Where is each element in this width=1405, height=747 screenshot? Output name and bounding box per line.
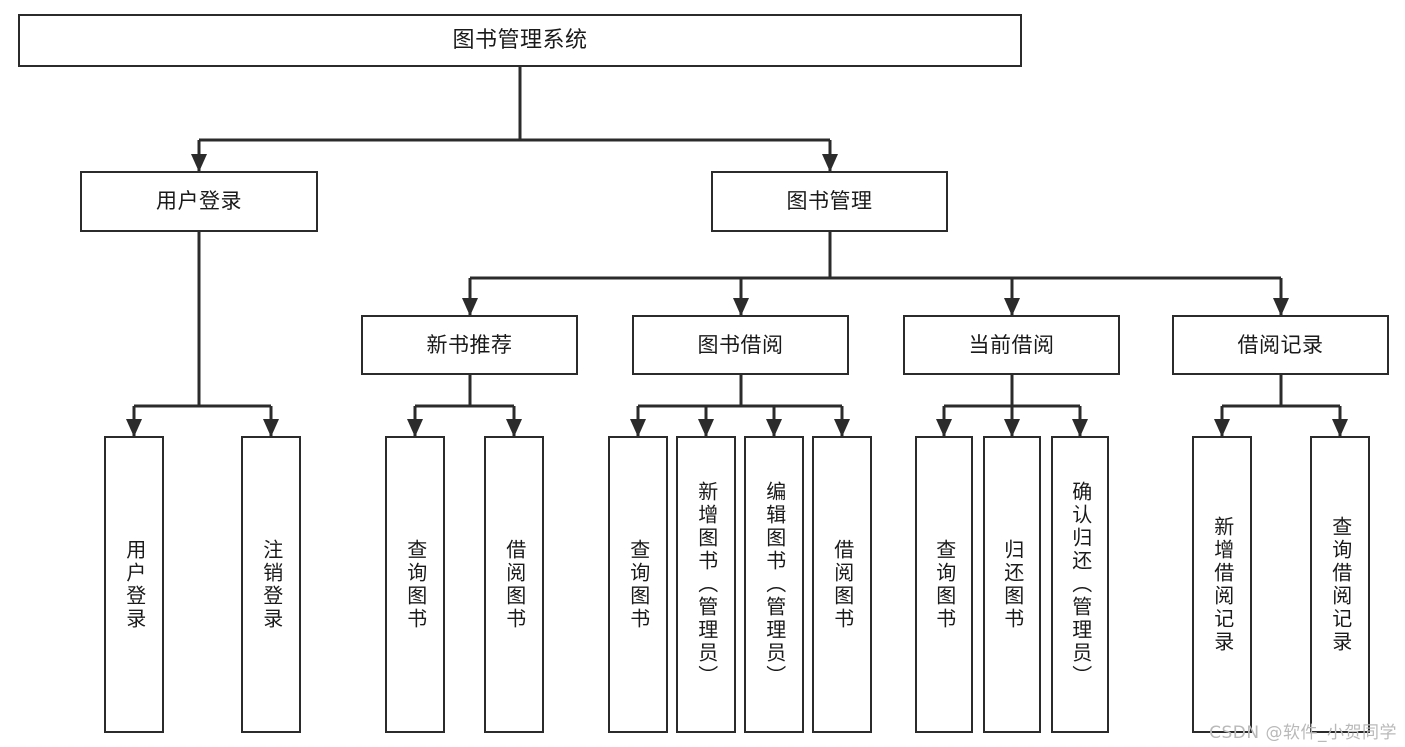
arrowhead-icon xyxy=(462,298,478,316)
node-leaf-query-record[interactable]: 查询借阅记录 xyxy=(1310,436,1370,733)
arrowhead-icon xyxy=(1004,419,1020,437)
node-leaf-edit-book[interactable]: 编辑图书（管理员） xyxy=(744,436,804,733)
node-label: 新书推荐 xyxy=(426,332,513,357)
node-leaf-query-book-1[interactable]: 查询图书 xyxy=(385,436,445,733)
node-label: 查询图书 xyxy=(626,538,651,631)
node-label: 用户登录 xyxy=(156,189,242,214)
node-label: 查询图书 xyxy=(403,538,428,631)
node-leaf-borrow-book-2[interactable]: 借阅图书 xyxy=(812,436,872,733)
node-label: 借阅记录 xyxy=(1237,332,1324,357)
arrowhead-icon xyxy=(822,154,838,172)
arrowhead-icon xyxy=(1072,419,1088,437)
node-label: 用户登录 xyxy=(122,538,147,631)
node-leaf-return-book[interactable]: 归还图书 xyxy=(983,436,1041,733)
node-user-login[interactable]: 用户登录 xyxy=(80,171,318,232)
node-borrow-record[interactable]: 借阅记录 xyxy=(1172,315,1389,375)
node-root[interactable]: 图书管理系统 xyxy=(18,14,1022,67)
arrowhead-icon xyxy=(630,419,646,437)
node-label: 当前借阅 xyxy=(968,332,1055,357)
node-label: 查询借阅记录 xyxy=(1328,515,1353,654)
node-leaf-user-logout[interactable]: 注销登录 xyxy=(241,436,301,733)
node-label: 确认归还（管理员） xyxy=(1068,481,1093,688)
arrowhead-icon xyxy=(698,419,714,437)
node-book-borrow[interactable]: 图书借阅 xyxy=(632,315,849,375)
arrowhead-icon xyxy=(1273,298,1289,316)
node-label: 借阅图书 xyxy=(502,538,527,631)
arrowhead-icon xyxy=(263,419,279,437)
node-label: 新增图书（管理员） xyxy=(694,481,719,688)
node-new-book-rec[interactable]: 新书推荐 xyxy=(361,315,578,375)
node-leaf-confirm-return[interactable]: 确认归还（管理员） xyxy=(1051,436,1109,733)
node-label: 归还图书 xyxy=(1000,538,1025,631)
node-label: 编辑图书（管理员） xyxy=(762,481,787,688)
node-label: 新增借阅记录 xyxy=(1210,515,1235,654)
node-leaf-borrow-book-1[interactable]: 借阅图书 xyxy=(484,436,544,733)
node-leaf-query-book-3[interactable]: 查询图书 xyxy=(915,436,973,733)
node-leaf-add-book[interactable]: 新增图书（管理员） xyxy=(676,436,736,733)
arrowhead-icon xyxy=(834,419,850,437)
arrowhead-icon xyxy=(1214,419,1230,437)
arrowhead-icon xyxy=(126,419,142,437)
arrowhead-icon xyxy=(1332,419,1348,437)
node-label: 图书借阅 xyxy=(697,332,784,357)
node-book-manage[interactable]: 图书管理 xyxy=(711,171,948,232)
arrowhead-icon xyxy=(506,419,522,437)
node-current-borrow[interactable]: 当前借阅 xyxy=(903,315,1120,375)
arrowhead-icon xyxy=(766,419,782,437)
node-leaf-add-record[interactable]: 新增借阅记录 xyxy=(1192,436,1252,733)
arrowhead-icon xyxy=(1004,298,1020,316)
arrowhead-icon xyxy=(191,154,207,172)
arrowhead-icon xyxy=(733,298,749,316)
arrowhead-icon xyxy=(407,419,423,437)
node-label: 图书管理 xyxy=(786,189,873,214)
node-label: 查询图书 xyxy=(932,538,957,631)
node-label: 图书管理系统 xyxy=(452,27,588,53)
node-label: 注销登录 xyxy=(259,538,284,631)
node-label: 借阅图书 xyxy=(830,538,855,631)
node-leaf-user-login[interactable]: 用户登录 xyxy=(104,436,164,733)
node-leaf-query-book-2[interactable]: 查询图书 xyxy=(608,436,668,733)
arrowhead-icon xyxy=(936,419,952,437)
